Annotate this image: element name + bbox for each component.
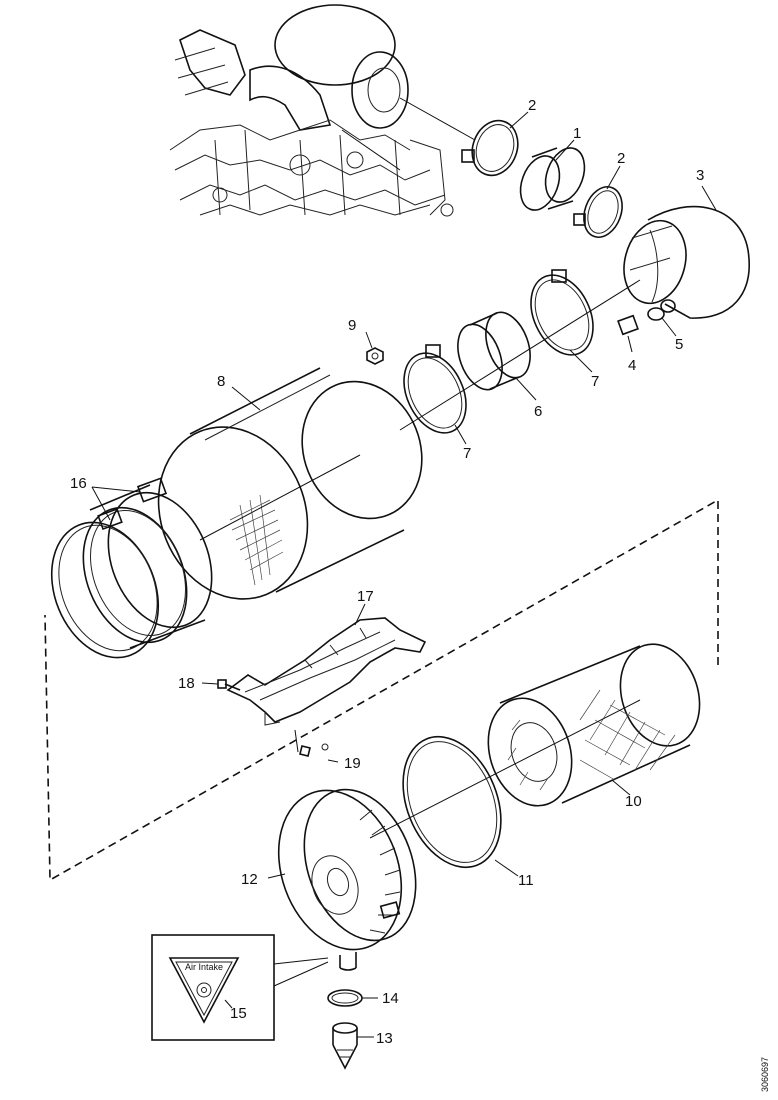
callout-2-upper: 2 <box>528 97 536 114</box>
callout-8: 8 <box>217 373 225 390</box>
callout-9: 9 <box>348 317 356 334</box>
washer <box>294 729 329 757</box>
sensor-fitting <box>617 314 639 336</box>
housing-clamps <box>50 477 213 659</box>
callout-15: 15 <box>230 1005 247 1022</box>
callout-labels: 1 2 2 3 4 5 6 7 7 8 9 10 11 12 13 14 15 … <box>70 97 704 1047</box>
callout-17: 17 <box>357 588 374 605</box>
filter-element <box>487 643 701 807</box>
leader-lines <box>91 97 717 1038</box>
callout-7-left: 7 <box>463 445 471 462</box>
callout-12: 12 <box>241 871 258 888</box>
rubber-hose <box>519 147 586 211</box>
dust-valve <box>332 1022 358 1070</box>
nipple-fitting <box>647 299 676 321</box>
air-cleaner-housing <box>157 367 423 600</box>
callout-2-lower: 2 <box>617 150 625 167</box>
callout-3: 3 <box>696 167 704 184</box>
decal-label: Air Intake <box>185 962 223 972</box>
hose-clamp-upper <box>461 119 519 177</box>
callout-6: 6 <box>534 403 542 420</box>
retaining-ring <box>327 989 363 1007</box>
callout-18: 18 <box>178 675 195 692</box>
o-ring-seal <box>402 735 502 869</box>
nut <box>366 347 384 365</box>
assembly-dashed-line <box>44 498 719 882</box>
callout-5: 5 <box>675 336 683 353</box>
callout-11: 11 <box>518 872 534 889</box>
callout-13: 13 <box>376 1030 393 1047</box>
mounting-bracket <box>226 617 427 726</box>
decal-inset: Air Intake <box>151 934 329 1041</box>
callout-4: 4 <box>628 357 636 374</box>
band-clamp-left <box>403 344 467 434</box>
callout-10: 10 <box>625 793 642 810</box>
engine-turbo-assembly <box>169 4 454 217</box>
callout-7-right: 7 <box>591 373 599 390</box>
callout-16: 16 <box>70 475 87 492</box>
air-cleaner-cover <box>277 788 417 971</box>
reference-number: 3060697 <box>760 1057 770 1092</box>
callout-14: 14 <box>382 990 399 1007</box>
air-intake-elbow <box>623 205 750 319</box>
intake-sleeve <box>457 311 531 391</box>
band-clamp-right <box>530 269 594 356</box>
callout-1: 1 <box>573 125 581 142</box>
hose-clamp-lower <box>573 186 623 238</box>
callout-19: 19 <box>344 755 361 772</box>
